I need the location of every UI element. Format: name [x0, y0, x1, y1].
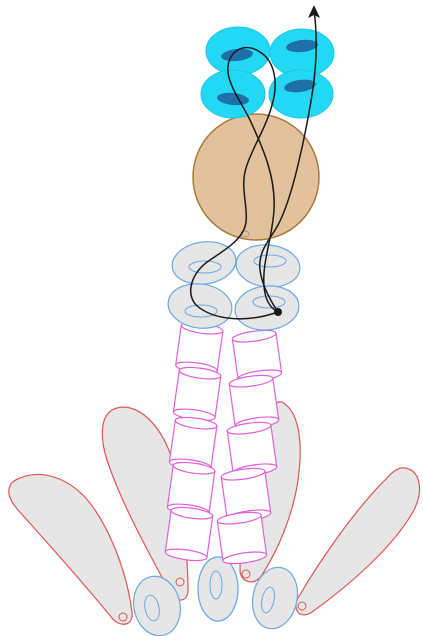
cyan-cell-cluster [201, 27, 334, 118]
barrel [165, 505, 214, 562]
barrel [173, 365, 222, 422]
barrel [217, 510, 268, 566]
petal-far-left [9, 475, 132, 625]
dot-icon [274, 308, 282, 316]
petal-far-right [296, 468, 420, 615]
cyan-cell [269, 70, 333, 118]
bottom-bead-group [128, 557, 303, 636]
gray-bead [169, 238, 238, 288]
gray-bead [165, 280, 235, 332]
bottom-bead [198, 557, 238, 621]
barrel-column-left [165, 320, 224, 562]
